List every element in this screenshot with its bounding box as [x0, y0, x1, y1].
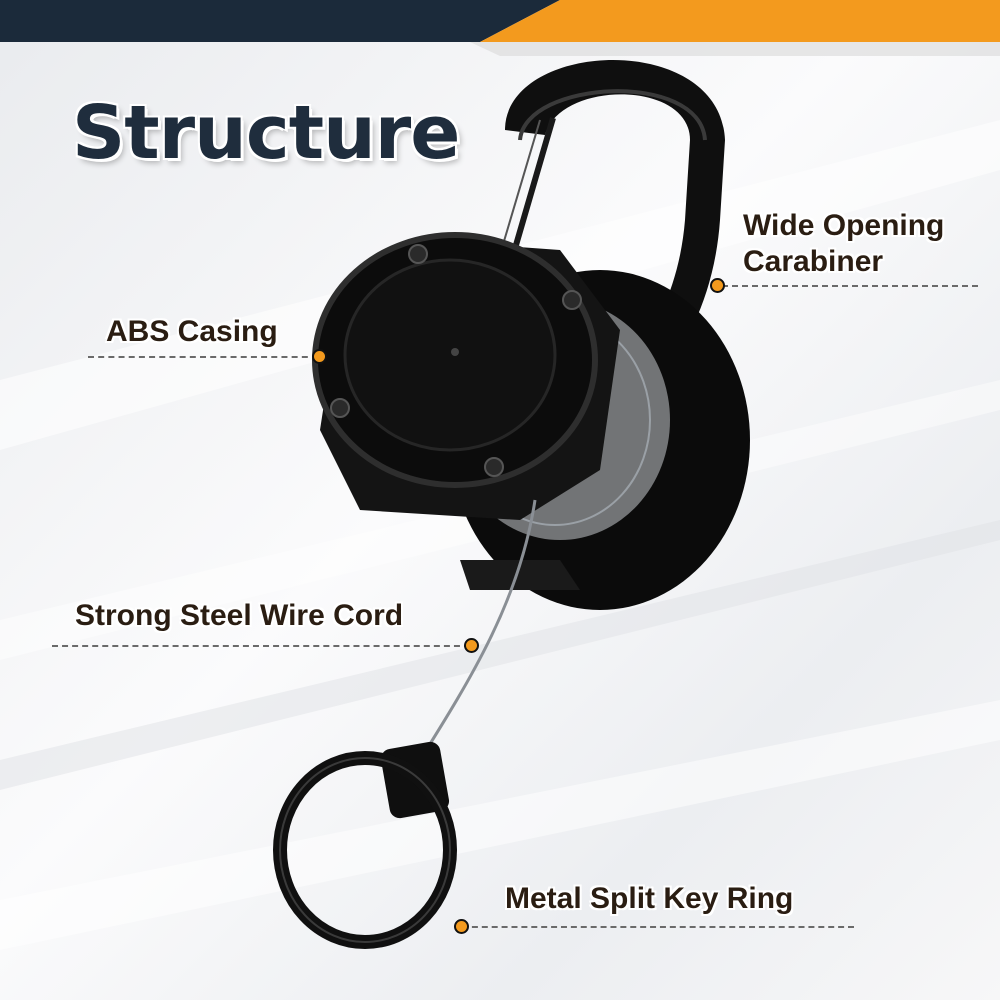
leader-line-ring [462, 926, 854, 928]
callout-dot-casing [314, 351, 325, 362]
navy-corner-banner [0, 0, 560, 42]
callout-carabiner: Wide Opening Carabiner [743, 208, 944, 280]
diagonal-light-streak [0, 700, 1000, 950]
callout-split-key-ring: Metal Split Key Ring [505, 882, 794, 915]
callout-steel-wire-cord: Strong Steel Wire Cord [75, 599, 404, 632]
callout-carabiner-line1: Wide Opening [743, 209, 945, 242]
callout-dot-ring [456, 921, 467, 932]
leader-line-casing [88, 356, 318, 358]
callout-dot-cord [466, 640, 477, 651]
split-key-ring [273, 741, 457, 949]
steel-wire-cord [418, 499, 537, 761]
callout-abs-casing: ABS Casing [106, 315, 278, 348]
orange-corner-banner [480, 0, 1000, 42]
leader-line-cord [52, 645, 470, 647]
orange-banner-fold [470, 42, 1000, 56]
leader-line-carabiner [722, 285, 978, 287]
abs-casing-reel [312, 232, 750, 610]
callout-dot-carabiner [712, 280, 723, 291]
page-title: Structure [72, 90, 460, 176]
diagonal-shadow-streak [0, 520, 1000, 790]
callout-carabiner-line2: Carabiner [743, 245, 884, 278]
